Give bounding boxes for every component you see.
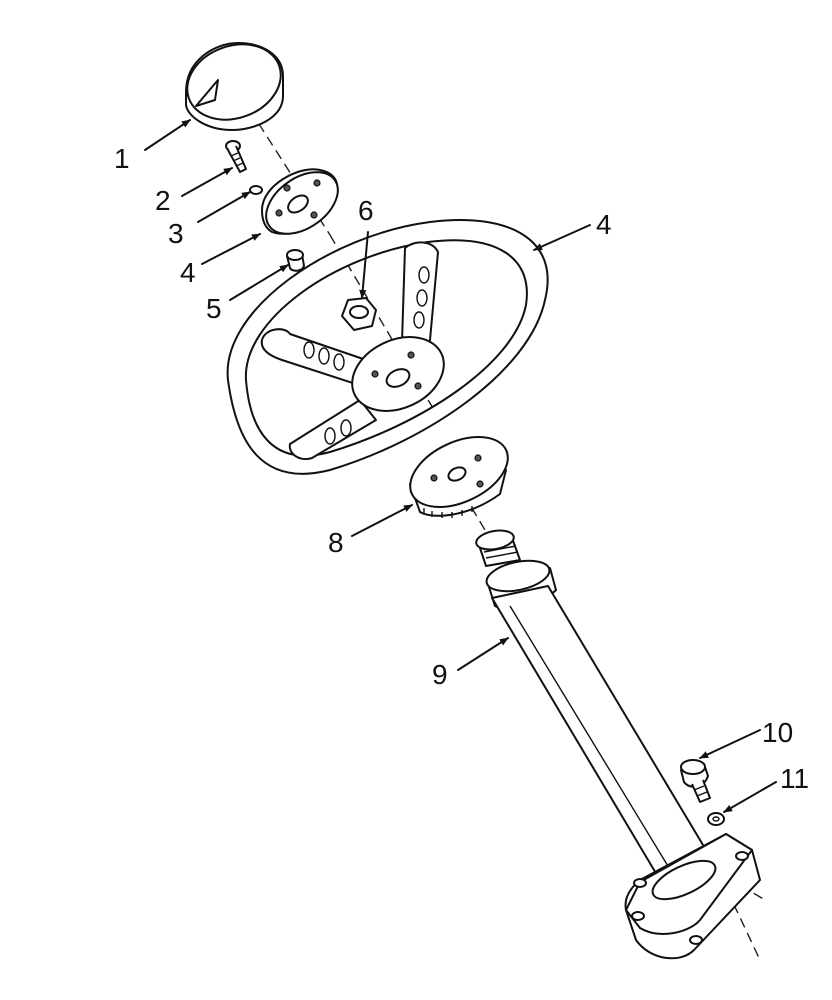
- nut-part: [341, 297, 377, 331]
- flange-washer-part: [707, 812, 725, 826]
- hub-plate-part: [261, 168, 339, 235]
- horn-cap-part: [185, 42, 284, 131]
- callout-11: 11: [780, 763, 809, 794]
- callout-5: 5: [206, 293, 222, 324]
- callout-labels: 1 2 3 4 4 5 6 8 9 10 11: [114, 143, 809, 794]
- flange-bolt-part: [680, 759, 711, 803]
- steering-column-part: [475, 529, 761, 960]
- callout-4-hub-plate: 4: [180, 257, 196, 288]
- callout-6: 6: [358, 195, 374, 226]
- callout-1: 1: [114, 143, 130, 174]
- callout-9: 9: [432, 659, 448, 690]
- bush-part: [286, 249, 305, 272]
- arrow-symbol-icon: [195, 79, 219, 107]
- callout-2: 2: [155, 185, 171, 216]
- washer-part-small: [249, 185, 263, 195]
- screw-part: [225, 140, 247, 173]
- callout-4-wheel: 4: [596, 209, 612, 240]
- callout-3: 3: [168, 218, 184, 249]
- steering-wheel-part: [226, 219, 549, 475]
- callout-10: 10: [762, 717, 793, 748]
- adapter-hub-part: [409, 436, 509, 518]
- callout-8: 8: [328, 527, 344, 558]
- callout-leaders: [144, 119, 777, 813]
